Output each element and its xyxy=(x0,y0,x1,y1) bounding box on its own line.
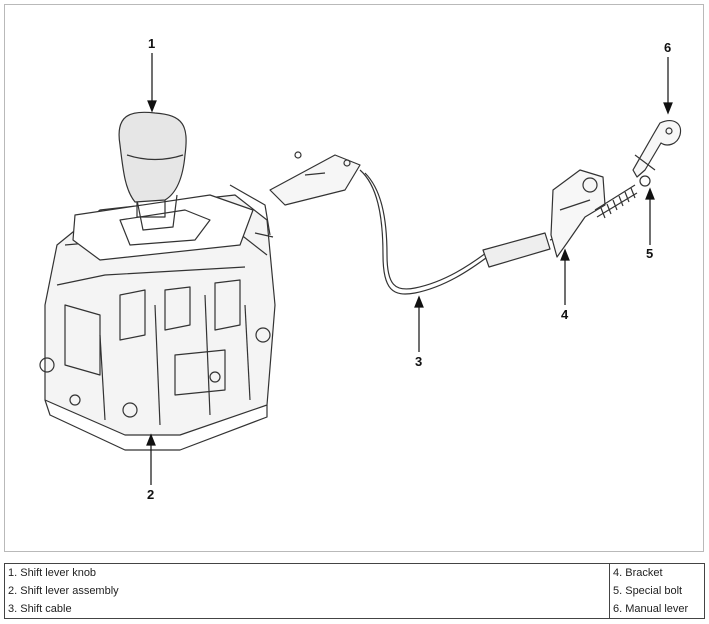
diagram-drawing xyxy=(39,53,682,485)
special-bolt xyxy=(594,175,651,219)
legend-item: 5. Special bolt xyxy=(613,585,683,597)
bracket xyxy=(550,169,606,258)
legend-right-column: 4. Bracket 5. Special bolt 6. Manual lev… xyxy=(610,564,704,618)
parts-legend: 1. Shift lever knob 2. Shift lever assem… xyxy=(4,563,705,619)
callout-6: 6 xyxy=(664,40,672,55)
manual-lever xyxy=(632,120,682,178)
callout-3: 3 xyxy=(415,354,423,369)
callout-2: 2 xyxy=(147,487,155,502)
legend-item: 4. Bracket xyxy=(613,567,663,579)
legend-left-column: 1. Shift lever knob 2. Shift lever assem… xyxy=(5,564,610,618)
shift-cable xyxy=(269,151,566,295)
shift-lever-assembly xyxy=(39,184,276,451)
callout-5: 5 xyxy=(646,246,654,261)
legend-item: 2. Shift lever assembly xyxy=(8,585,119,597)
shift-lever-knob xyxy=(118,111,187,218)
exploded-diagram: 1 2 3 4 5 6 xyxy=(4,4,704,552)
legend-item: 1. Shift lever knob xyxy=(8,567,97,579)
callout-4: 4 xyxy=(561,307,569,322)
callout-1: 1 xyxy=(148,36,156,51)
legend-item: 3. Shift cable xyxy=(8,603,72,615)
legend-item: 6. Manual lever xyxy=(613,603,689,615)
